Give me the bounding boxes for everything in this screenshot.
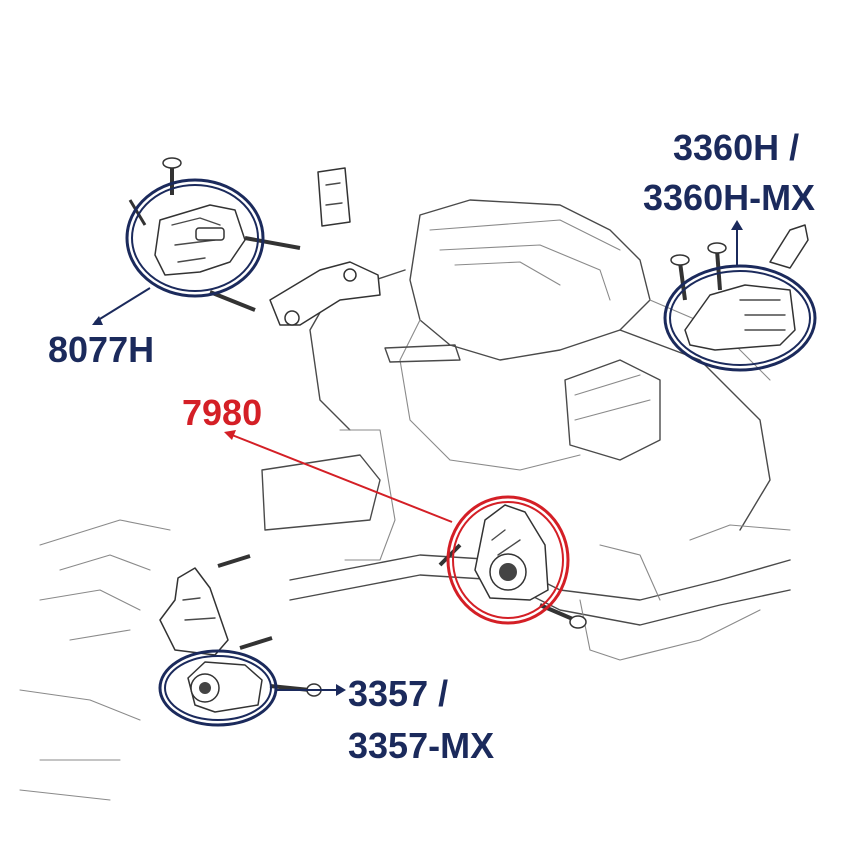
label-8077h: 8077H xyxy=(48,329,154,370)
label-3360h-line1: 3360H / xyxy=(673,127,799,168)
mount-3360h-drawing xyxy=(670,224,809,351)
label-7980: 7980 xyxy=(182,392,262,433)
engine-block-drawing xyxy=(19,199,791,801)
mount-8077h-drawing xyxy=(128,157,301,312)
upper-bracket-drawing xyxy=(269,167,381,326)
label-3357-line2: 3357-MX xyxy=(348,725,494,766)
mount-3360h-circle[interactable] xyxy=(663,264,817,372)
mount-3357-circle[interactable] xyxy=(158,649,278,727)
mount-7980-circle[interactable] xyxy=(446,495,570,625)
mount-3357-drawing xyxy=(159,554,322,713)
mount-8077h-circle[interactable] xyxy=(125,178,265,298)
label-3360h-line2: 3360H-MX xyxy=(643,177,815,218)
leader-8077h xyxy=(94,287,151,323)
leader-7980 xyxy=(231,434,453,523)
mount-7980-drawing xyxy=(438,504,587,629)
label-3357-line1: 3357 / xyxy=(348,673,448,714)
